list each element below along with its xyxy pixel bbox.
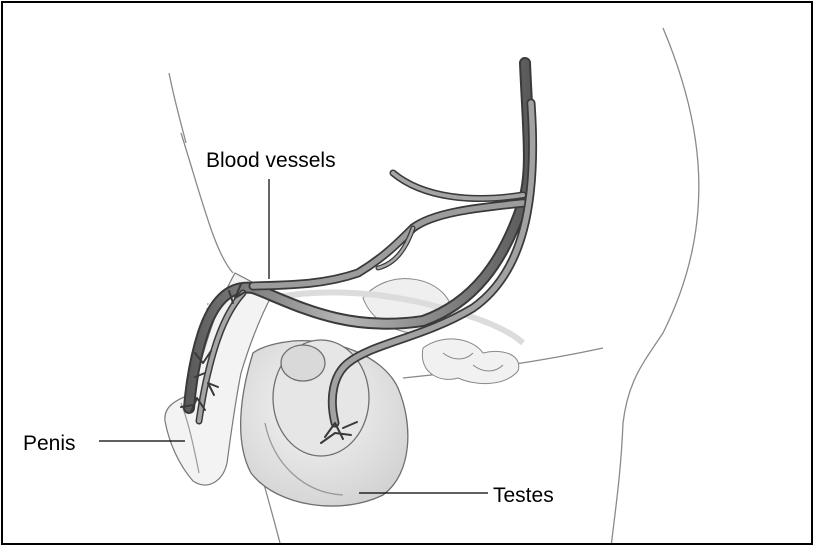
back-contour bbox=[611, 28, 699, 545]
testes-shape bbox=[241, 340, 408, 506]
label-penis: Penis bbox=[23, 433, 76, 454]
epididymis bbox=[281, 345, 325, 381]
inner-contour bbox=[169, 73, 186, 143]
label-blood-vessels: Blood vessels bbox=[206, 150, 336, 171]
label-testes: Testes bbox=[493, 485, 554, 506]
intestine-loops bbox=[422, 339, 518, 384]
anatomy-illustration bbox=[3, 3, 813, 545]
